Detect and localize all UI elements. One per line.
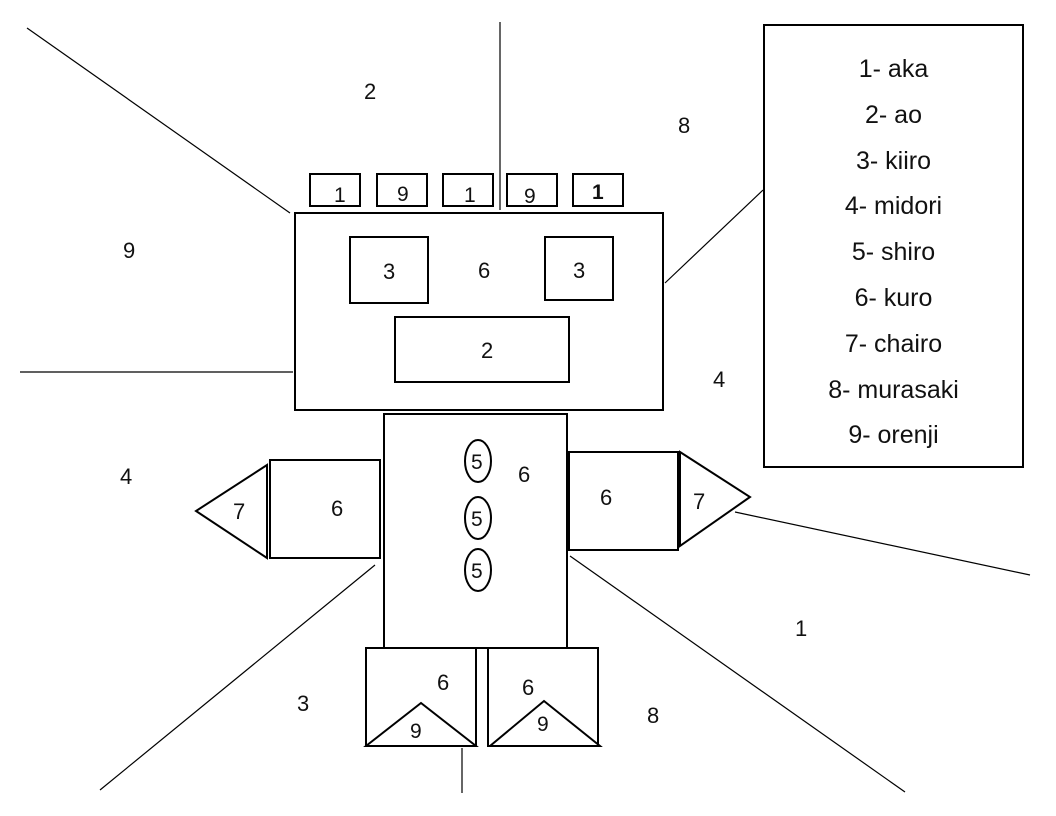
left-foot-label: 9 [410,720,422,743]
button-3-label: 5 [471,560,483,583]
torso-label: 6 [518,462,530,487]
antennae: 1 9 1 9 1 [309,173,624,208]
left-arm: 6 7 [194,459,381,560]
legend-item-8: 8- murasaki [828,375,959,404]
bg-region-bottom-right: 1 [795,616,807,641]
antenna-2 [376,173,428,207]
bg-line-right-lower [734,511,1031,576]
left-hand [194,463,268,560]
bg-line-top-left [26,27,291,214]
antenna-4 [506,173,558,207]
button-2-label: 5 [471,508,483,531]
button-2 [464,496,492,540]
right-leg: 6 9 [487,647,603,747]
bg-region-right-mid: 4 [713,367,725,392]
bg-line-right-upper [664,189,764,284]
legend-item-2: 2- ao [865,100,922,129]
torso-outline [383,413,568,649]
right-foot-label: 9 [537,713,549,736]
head: 3 3 6 2 [294,212,664,411]
right-foot [487,699,603,747]
right-leg-label: 6 [522,675,534,700]
bg-region-bottom-left: 3 [297,691,309,716]
eye-left-label: 3 [383,259,395,284]
legend-item-3: 3- kiiro [855,146,931,175]
antenna-5 [572,173,624,207]
left-hand-label: 7 [233,499,245,524]
bg-region-left-arm: 4 [120,464,132,489]
torso: 6 5 5 5 [383,413,568,649]
button-1 [464,439,492,483]
mouth [394,316,570,383]
legend-item-4: 4- midori [844,192,943,221]
right-arm-label: 6 [600,485,612,510]
background-numbers: 2 8 9 4 4 1 3 8 [120,79,807,728]
antenna-2-label: 9 [397,183,409,206]
bg-region-bottom-right-low: 8 [647,703,659,728]
antenna-3-label: 1 [464,184,476,207]
legend-item-7: 7- chairo [844,329,943,358]
right-hand [679,450,752,548]
eye-right-label: 3 [573,258,585,283]
left-arm-label: 6 [331,496,343,521]
face-label: 6 [478,258,490,283]
legend-item-1: 1- aka [858,55,929,83]
color-legend: 1- aka 2- ao 3- kiiro 4- midori 5- shiro… [763,24,1024,468]
legend-item-9: 9- orenji [848,421,939,450]
legend-item-5: 5- shiro [851,238,936,267]
mouth-label: 2 [481,338,493,363]
left-foot [363,701,479,747]
eye-right [544,236,614,301]
antenna-1-label: 1 [334,184,346,207]
right-hand-label: 7 [693,489,705,514]
button-1-label: 5 [471,451,483,474]
antenna-3 [442,173,494,207]
antenna-1 [309,173,361,207]
button-3 [464,548,492,592]
background-lines [20,22,1031,793]
head-outline [294,212,664,411]
antenna-5-label: 1 [592,181,604,204]
bg-line-bottom-right [569,555,906,793]
bg-region-top-right: 8 [678,113,690,138]
eye-left [349,236,429,304]
right-arm-outline [568,451,679,551]
left-leg-label: 6 [437,670,449,695]
right-arm: 6 7 [568,450,752,551]
left-leg: 6 9 [363,647,479,747]
left-arm-outline [269,459,381,559]
antenna-4-label: 9 [524,185,536,208]
legend-item-6: 6- kuro [854,283,933,312]
bg-region-top-left: 2 [364,79,376,104]
bg-line-bottom-left [99,564,376,791]
bg-region-left: 9 [123,238,135,263]
